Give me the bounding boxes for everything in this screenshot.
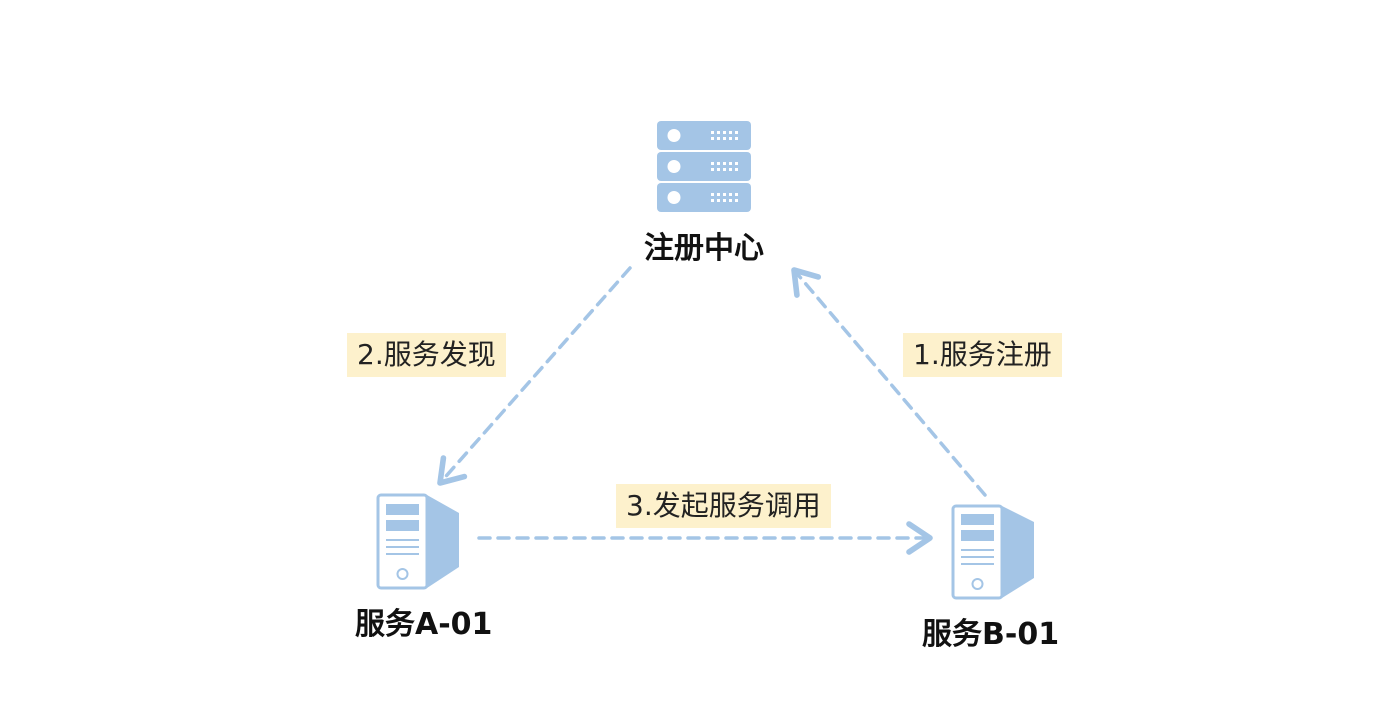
invoke-edge-label: 3.发起服务调用	[616, 484, 831, 528]
service-b-label: 服务B-01	[922, 617, 1060, 652]
registry-server-icon	[657, 121, 751, 212]
registry-label: 注册中心	[644, 231, 764, 266]
discover-edge-label: 2.服务发现	[347, 333, 506, 377]
discover-arrow	[437, 266, 632, 486]
service-b-server-icon	[951, 504, 1034, 600]
register-arrow	[791, 267, 987, 497]
service-a-server-icon	[376, 493, 459, 590]
register-edge-label: 1.服务注册	[903, 333, 1062, 377]
service-a-label: 服务A-01	[355, 607, 493, 642]
